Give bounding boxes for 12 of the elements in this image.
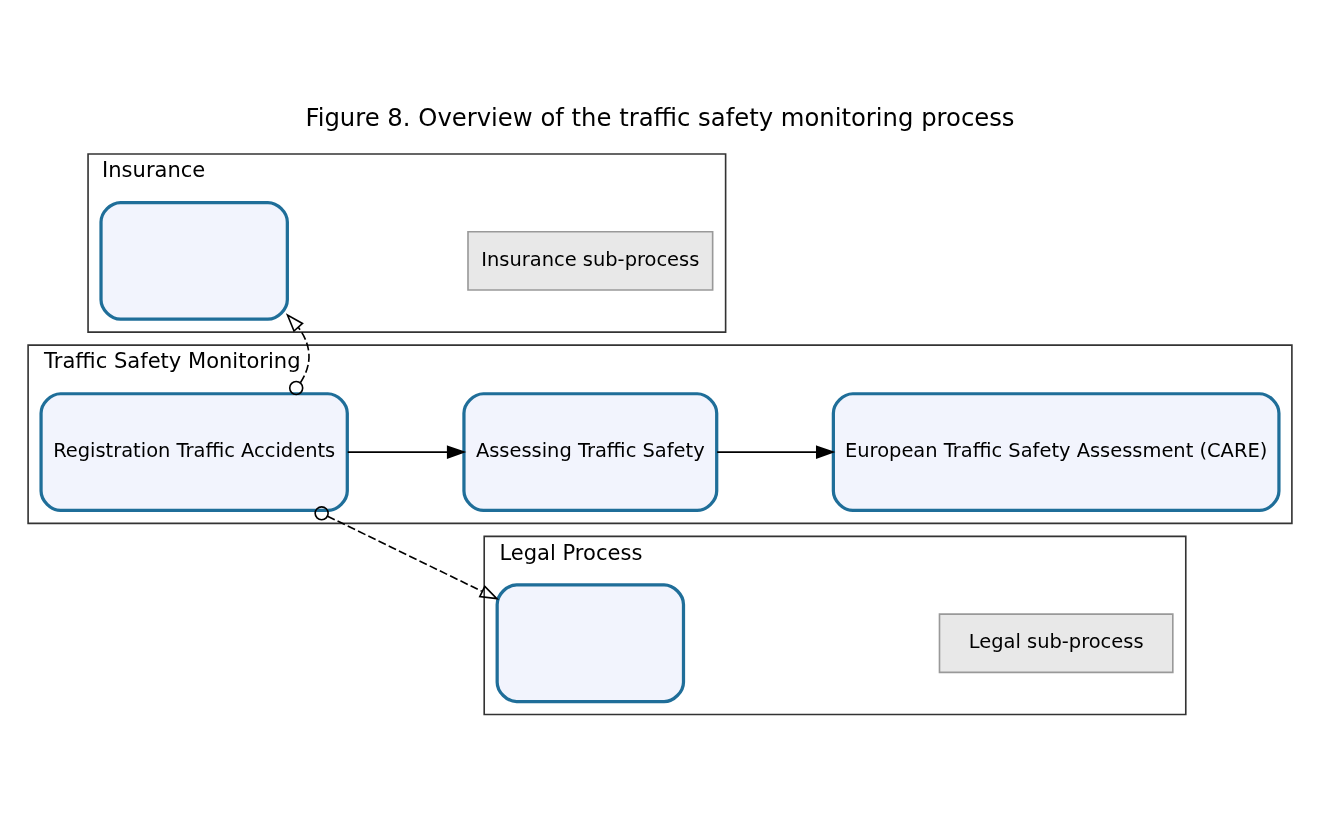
node-box <box>495 583 686 704</box>
arrow <box>314 506 500 600</box>
node-box: Assessing Traffic Safety <box>462 392 719 513</box>
arrow <box>285 313 310 396</box>
node-box: Legal sub-process <box>938 613 1174 674</box>
node-box: Insurance sub-process <box>467 230 714 291</box>
node-box <box>99 200 289 321</box>
node-box: Registration Traffic Accidents <box>39 392 349 513</box>
arrow <box>716 445 836 459</box>
diagram-title: Figure 8. Overview of the traffic safety monitoring process <box>305 103 1015 133</box>
node-box: European Traffic Safety Assessment (CARE) <box>831 392 1281 513</box>
arrow <box>346 445 467 459</box>
